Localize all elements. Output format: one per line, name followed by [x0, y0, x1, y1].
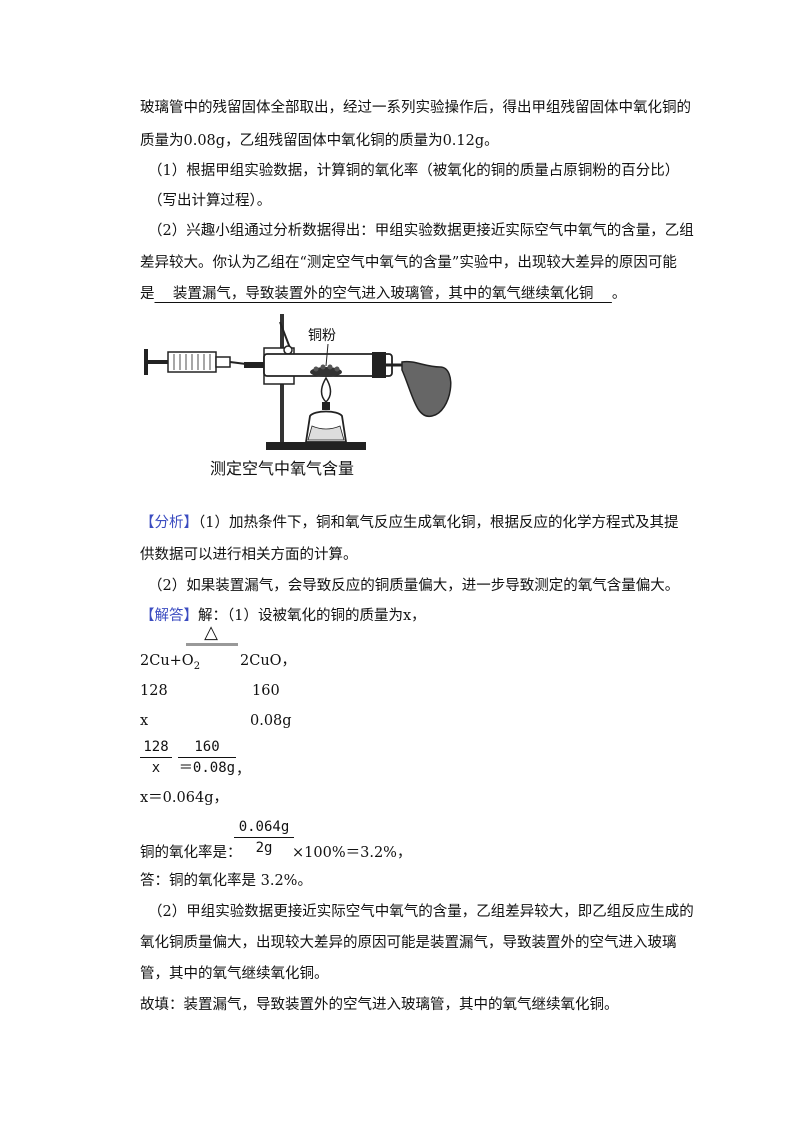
figure-caption: 测定空气中氧气含量 — [210, 459, 354, 478]
analysis-line-3: （2）如果装置漏气，会导致反应的铜质量偏大，进一步导致测定的氧气含量偏大。 — [148, 578, 680, 594]
variable-copper-oxide: 0.08g — [250, 713, 292, 729]
fraction-160-0.08g: 160 ＝0.08g — [178, 739, 236, 776]
analysis-line-1: 【分析】（1）加热条件下，铜和氧气反应生成氧化铜，根据反应的化学方程式及其提 — [140, 515, 679, 531]
alcohol-lamp — [304, 376, 348, 443]
answer-1: 答：铜的氧化率是 3.2%。 — [140, 873, 312, 889]
question-1-line-1: （1）根据甲组实验数据，计算铜的氧化率（被氧化的铜的质量占原铜粉的百分比） — [148, 163, 680, 179]
x-result: x＝0.064g， — [140, 790, 228, 806]
intro-line-2: 质量为0.08g，乙组残留固体中氧化铜的质量为0.12g。 — [140, 133, 499, 149]
gas-bladder — [401, 360, 452, 417]
variable-x: x — [140, 713, 149, 729]
copper-powder — [310, 364, 342, 377]
question-2-line-1: （2）兴趣小组通过分析数据得出：甲组实验数据更接近实际空气中氧气的含量，乙组 — [148, 223, 694, 239]
proportion-tail: ， — [236, 762, 251, 778]
solution-2-line-1: （2）甲组实验数据更接近实际空气中氧气的含量，乙组差异较大，即乙组反应生成的 — [148, 904, 694, 920]
rate-result: ×100%＝3.2%， — [292, 845, 412, 861]
mass-copper: 128 — [140, 683, 168, 699]
solution-intro: 【解答】解：（1）设被氧化的铜的质量为x， — [140, 608, 426, 624]
answer-blank: 装置漏气，导致装置外的空气进入玻璃管，其中的氧气继续氧化铜 — [154, 286, 612, 302]
fill-answer: 故填：装置漏气，导致装置外的空气进入玻璃管，其中的氧气继续氧化铜。 — [140, 997, 619, 1013]
syringe-icon — [144, 349, 247, 375]
reaction-arrow-line — [186, 643, 238, 646]
apparatus-figure: 铜粉 测定空气中氧气含量 — [144, 314, 452, 478]
solution-2-line-2: 氧化铜质量偏大，出现较大差异的原因可能是装置漏气，导致装置外的空气进入玻璃 — [140, 935, 677, 951]
rate-label: 铜的氧化率是： — [140, 845, 242, 861]
fraction-128-x: 128 x — [140, 738, 172, 777]
fraction-rate: 0.064g 2g — [234, 818, 294, 857]
solution-2-line-3: 管，其中的氧气继续氧化铜。 — [140, 966, 329, 982]
question-1-line-2: （写出计算过程）。 — [148, 193, 272, 209]
analysis-line-2: 供数据可以进行相关方面的计算。 — [140, 547, 358, 563]
question-2-suffix: 。 — [611, 286, 627, 302]
copper-powder-label: 铜粉 — [308, 328, 336, 344]
question-2-line-3: 是 装置漏气，导致装置外的空气进入玻璃管，其中的氧气继续氧化铜 。 — [140, 284, 626, 304]
question-2-prefix: 是 — [140, 286, 155, 302]
solution-tag: 【解答】 — [140, 608, 198, 624]
reaction-product: 2CuO， — [240, 653, 297, 669]
reaction-reactants: 2Cu+O2 — [140, 653, 201, 672]
analysis-tag: 【分析】 — [140, 515, 198, 531]
reaction-condition: △ — [204, 622, 218, 643]
intro-line-1: 玻璃管中的残留固体全部取出，经过一系列实验操作后，得出甲组残留固体中氧化铜的 — [140, 100, 691, 116]
mass-copper-oxide: 160 — [252, 683, 280, 699]
question-2-line-2: 差异较大。你认为乙组在“测定空气中氧气的含量”实验中，出现较大差异的原因可能 — [140, 255, 677, 271]
